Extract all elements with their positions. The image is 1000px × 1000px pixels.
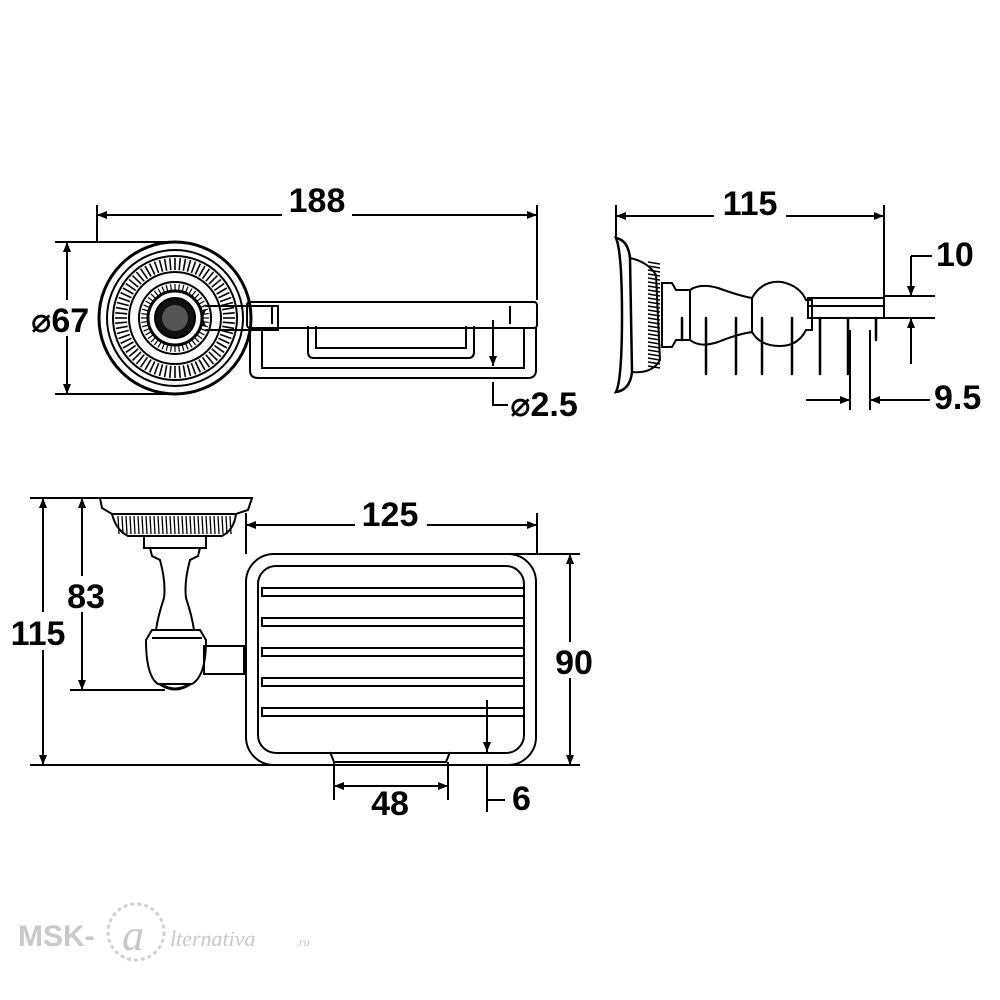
label-bg [62, 576, 110, 612]
dim-125-label: 125 [362, 496, 419, 534]
dim-115-side-label: 115 [723, 185, 778, 223]
dim-diameter-67-label: ⌀67 [31, 302, 89, 340]
tray-slats [261, 587, 525, 717]
label-bg [355, 492, 427, 528]
label-bg [550, 642, 598, 678]
label-bg [282, 180, 352, 218]
flange-knurl-top [117, 515, 232, 535]
watermark-tld: .ru [296, 935, 310, 949]
tray-wires [680, 316, 878, 376]
label-bg [24, 300, 96, 336]
dim-90-label: 90 [555, 644, 593, 682]
dim-48-label: 48 [371, 785, 409, 823]
at-sign-icon: a [122, 911, 144, 960]
flange-knurl [647, 261, 661, 369]
dim-wire-diameter-label: ⌀2.5 [510, 386, 578, 424]
dim-10-label: 10 [936, 236, 974, 274]
dim-83-label: 83 [67, 578, 105, 616]
dim-188-label: 188 [289, 182, 346, 220]
dim-6-label: 6 [512, 780, 531, 818]
top-view [98, 497, 537, 766]
rosette-ornament [115, 258, 235, 378]
dim-9-5-label: 9.5 [934, 379, 981, 417]
watermark-prefix: MSK- [18, 920, 95, 953]
side-dimensions [615, 205, 935, 410]
watermark-logo: MSK- a lternativa .ru [18, 902, 310, 962]
front-view [97, 240, 538, 396]
watermark-script: lternativa [170, 926, 256, 951]
side-view [613, 236, 885, 394]
dim-115-top-label: 115 [11, 615, 66, 653]
rosette-inner-ornament [141, 284, 209, 352]
label-bg [4, 612, 74, 650]
label-bg [714, 182, 786, 220]
